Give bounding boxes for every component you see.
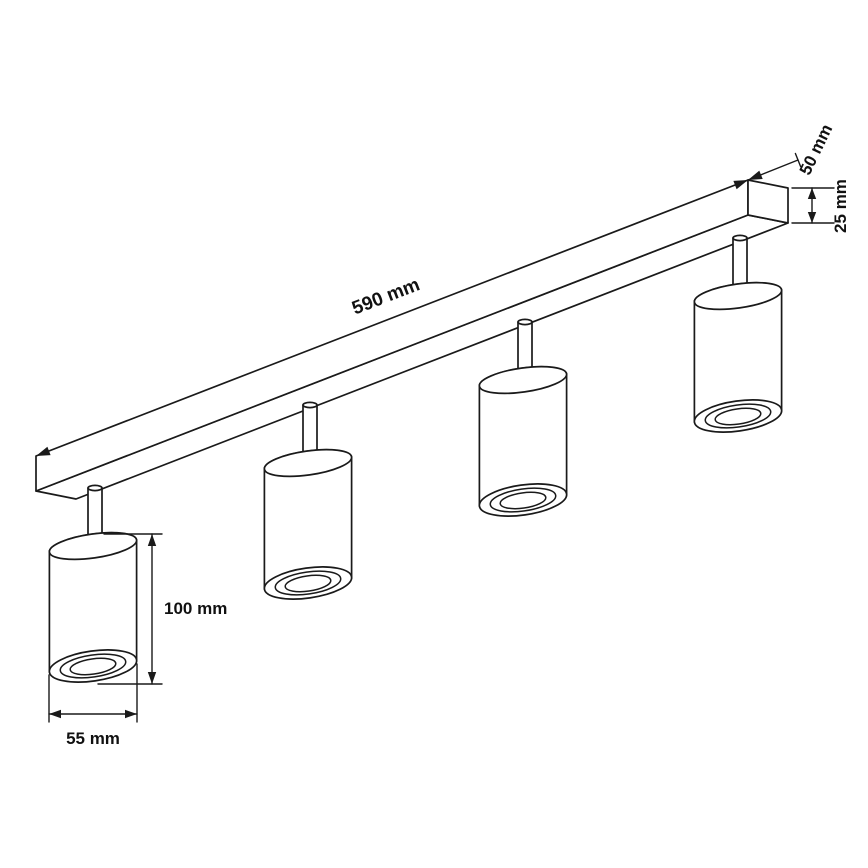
dimension-rail-depth: 50 mm [747,121,837,181]
rail-front-face [35,179,749,492]
dimension-spotlight-diameter: 55 mm [48,663,138,748]
dim-label-spotlight-diameter: 55 mm [66,729,120,748]
rail-end-face [747,179,789,224]
spotlight-2 [261,401,355,605]
arrowhead [807,188,817,199]
mounting-rail [35,179,789,500]
spotlight-3 [476,318,570,522]
end-tick [794,152,802,168]
arrowhead [125,709,137,719]
spotlight-4 [691,234,785,438]
arrowhead [733,180,748,190]
arrowhead [147,672,157,684]
arrowhead [748,170,763,180]
dimension-spotlight-height: 100 mm [97,533,227,685]
arrowhead [36,446,51,456]
dimension-rail-height: 25 mm [791,179,850,233]
spotlight-1 [46,484,140,688]
arrowhead [49,709,61,719]
arrowhead [807,212,817,223]
dim-label-rail-height: 25 mm [831,179,850,233]
arrowhead [147,534,157,546]
dim-label-rail-depth: 50 mm [796,121,837,178]
rail-bottom-face [35,214,789,500]
dim-label-spotlight-height: 100 mm [164,599,227,618]
